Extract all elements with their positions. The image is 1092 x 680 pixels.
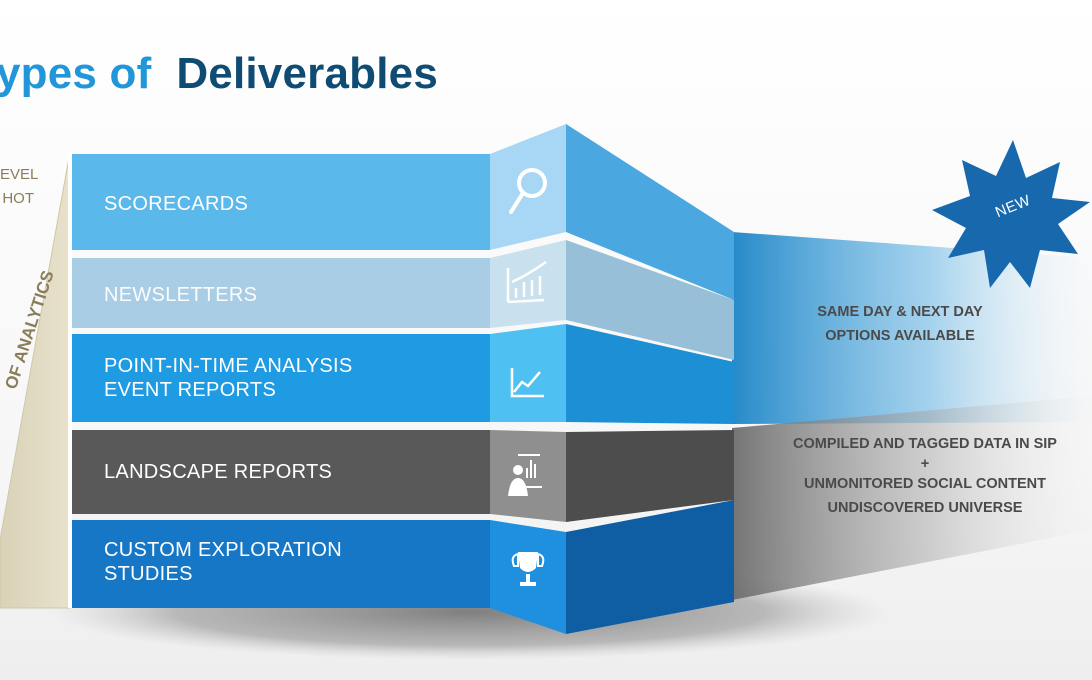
- new-starburst-badge: [932, 140, 1090, 288]
- beam-upper: [732, 232, 1092, 424]
- line-chart-icon: [510, 368, 544, 398]
- band-label-landscape: LANDSCAPE REPORTS: [104, 461, 333, 483]
- band-point-in-time-front: [72, 334, 490, 422]
- band-point-in-time-icon-face: [490, 324, 566, 422]
- page-title: ypes of Deliverables: [0, 48, 438, 100]
- band-scorecards-front: [72, 154, 490, 250]
- band-newsletters-front: [72, 258, 490, 328]
- presenter-icon: [508, 454, 542, 496]
- band-label-point-in-time: POINT-IN-TIME ANALYSIS EVENT REPORTS: [104, 355, 353, 401]
- band-scorecards-icon-face: [490, 124, 566, 250]
- band-point-in-time-side: [566, 324, 734, 424]
- bar-chart-icon: [506, 260, 547, 304]
- note-lower-line-1: COMPILED AND TAGGED DATA IN SIP: [793, 436, 1057, 452]
- band-newsletters-icon-face: [490, 240, 566, 328]
- side-label-line-2: HOT: [2, 190, 34, 207]
- band-custom-front: [72, 520, 490, 608]
- band-landscape-front: [72, 430, 490, 514]
- magnifier-icon: [509, 168, 547, 214]
- note-upper: SAME DAY & NEXT DAY OPTIONS AVAILABLE: [790, 300, 1010, 348]
- trophy-icon: [511, 552, 545, 586]
- note-lower-line-4: UNDISCOVERED UNIVERSE: [827, 500, 1023, 516]
- band-label-newsletters: NEWSLETTERS: [104, 284, 258, 306]
- note-lower-line-2: +: [920, 456, 930, 472]
- band-newsletters-side: [566, 240, 734, 360]
- band-scorecards-side: [566, 124, 734, 300]
- band-label-custom: CUSTOM EXPLORATION STUDIES: [104, 539, 343, 585]
- note-upper-line-1: SAME DAY & NEXT DAY: [817, 304, 983, 320]
- note-lower: COMPILED AND TAGGED DATA IN SIP + UNMONI…: [762, 432, 1088, 520]
- band-landscape-side: [566, 430, 734, 522]
- band-custom-side: [566, 500, 734, 634]
- side-label-line-1: EVEL: [0, 166, 39, 183]
- band-label-scorecards: SCORECARDS: [104, 193, 249, 215]
- title-part-2: Deliverables: [176, 49, 438, 98]
- note-lower-line-3: UNMONITORED SOCIAL CONTENT: [804, 476, 1046, 492]
- note-upper-line-2: OPTIONS AVAILABLE: [825, 328, 975, 344]
- beam-lower: [732, 396, 1092, 600]
- title-part-1: ypes of: [0, 49, 152, 98]
